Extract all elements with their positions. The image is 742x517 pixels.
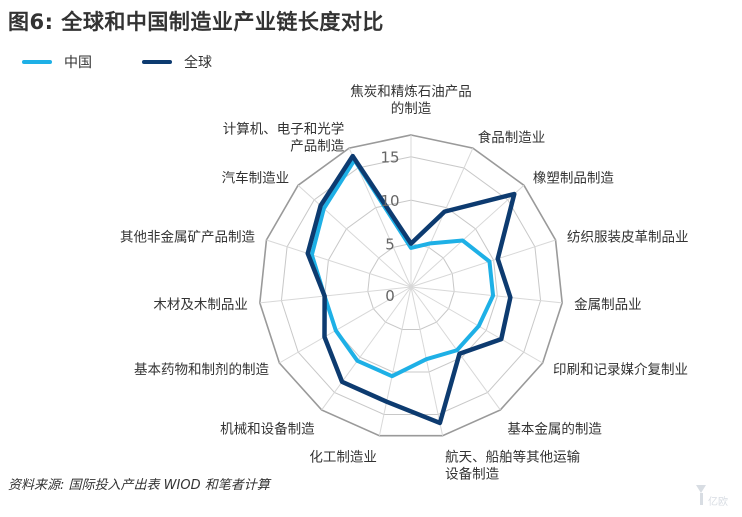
grid-ring-10: [324, 199, 498, 373]
category-label-line: 化工制造业: [309, 449, 377, 465]
grid-spoke-4: [410, 286, 563, 304]
legend-swatch-china: [22, 60, 52, 64]
category-label-14: 计算机、电子和光学产品制造: [223, 122, 345, 155]
grid-spoke-10: [279, 286, 412, 364]
grid-spoke-11: [259, 286, 412, 304]
category-label-line: 焦炭和精炼石油产品: [350, 84, 472, 100]
category-label-9: 机械和设备制造: [220, 421, 315, 438]
grid-spoke-3: [410, 239, 556, 288]
category-label-line: 计算机、电子和光学: [223, 122, 345, 138]
category-label-12: 其他非金属矿产品制造: [120, 229, 255, 245]
category-label-line: 橡塑制品制造: [533, 170, 614, 186]
yiou-logo-icon: 亿欧: [696, 485, 728, 508]
grid-ring-17.5: [259, 134, 563, 437]
category-label-8: 化工制造业: [309, 449, 377, 465]
category-label-11: 木材及木制品业: [153, 297, 248, 313]
legend: 中国 全球: [22, 52, 262, 72]
chart-title: 图6: 全球和中国制造业产业链长度对比: [8, 10, 384, 34]
series-line-0: [309, 158, 496, 379]
tick-label-0: 0: [385, 287, 395, 305]
grid-spoke-9: [321, 286, 412, 411]
tick-label-15: 15: [380, 149, 399, 167]
category-label-line: 其他非金属矿产品制造: [120, 229, 255, 245]
legend-item-global: 全球: [142, 52, 212, 72]
category-label-0: 焦炭和精炼石油产品的制造: [350, 84, 472, 117]
category-label-5: 印刷和记录媒介复制业: [553, 361, 688, 378]
grid-spoke-6: [410, 286, 501, 411]
grid-spoke-5: [410, 286, 543, 364]
category-label-line: 基本药物和制剂的制造: [134, 361, 269, 378]
category-label-3: 纺织服装皮革制品业: [567, 229, 689, 245]
tick-label-10: 10: [380, 192, 399, 210]
grid-spoke-2: [410, 184, 525, 288]
category-label-line: 纺织服装皮革制品业: [567, 229, 689, 245]
category-label-13: 汽车制造业: [222, 169, 290, 186]
legend-item-china: 中国: [22, 52, 92, 72]
grid-spoke-12: [266, 239, 412, 288]
grid-spoke-13: [297, 184, 412, 288]
category-label-line: 印刷和记录媒介复制业: [553, 361, 688, 378]
category-label-line: 航天、船舶等其他运输: [445, 448, 580, 465]
tick-label-5: 5: [385, 236, 395, 254]
category-label-10: 基本药物和制剂的制造: [134, 361, 269, 378]
category-label-line: 食品制造业: [478, 129, 546, 146]
grid-ring-15: [280, 156, 542, 415]
category-label-line: 设备制造: [445, 465, 499, 482]
grid-spoke-8: [378, 286, 412, 436]
series-line-1: [305, 153, 517, 426]
category-label-7: 航天、船舶等其他运输设备制造: [445, 448, 580, 482]
legend-label-china: 中国: [64, 55, 92, 71]
svg-text:亿欧: 亿欧: [708, 495, 728, 508]
legend-label-global: 全球: [184, 55, 212, 71]
category-label-line: 的制造: [391, 101, 432, 117]
grid-spoke-7: [410, 286, 444, 436]
category-label-6: 基本金属的制造: [507, 421, 602, 438]
category-label-line: 产品制造: [290, 139, 344, 155]
grid-spoke-1: [410, 147, 474, 288]
source-note: 资料来源: 国际投入产出表 WIOD 和笔者计算: [8, 478, 270, 493]
category-label-1: 食品制造业: [478, 129, 546, 146]
category-label-line: 木材及木制品业: [153, 297, 248, 313]
category-label-line: 汽车制造业: [222, 169, 290, 186]
category-label-line: 基本金属的制造: [507, 421, 602, 438]
category-label-line: 机械和设备制造: [220, 421, 315, 438]
category-label-4: 金属制品业: [574, 297, 642, 313]
grid-ring-5: [367, 243, 455, 330]
legend-swatch-global: [142, 60, 172, 64]
category-label-2: 橡塑制品制造: [533, 170, 614, 186]
category-label-line: 金属制品业: [574, 297, 642, 313]
